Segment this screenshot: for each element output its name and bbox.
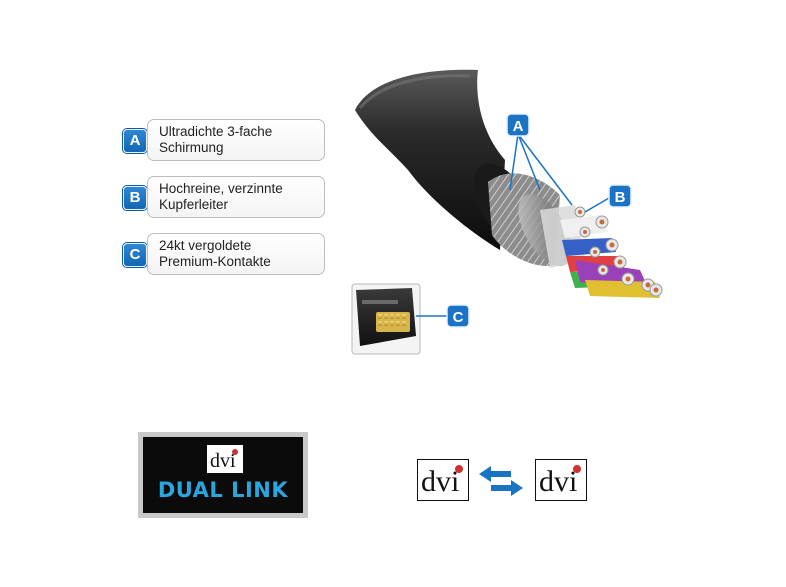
feature-line1: Ultradichte 3-fache — [159, 124, 273, 139]
feature-line1: Hochreine, verzinnte — [159, 181, 283, 196]
callout-c-label: C — [453, 309, 464, 326]
feature-line2: Premium-Kontakte — [159, 254, 271, 269]
connector-inset — [351, 283, 421, 355]
dvi-logo-icon: dvi — [207, 445, 243, 473]
feature-line1: 24kt vergoldete — [159, 238, 252, 253]
callout-a: A — [506, 113, 573, 206]
callout-a-label: A — [513, 118, 524, 135]
dvi-logo-left-icon: dvi — [417, 459, 469, 501]
feature-text: 24kt vergoldete Premium-Kontakte — [159, 238, 329, 270]
dual-link-badge: dvi DUAL LINK — [138, 432, 308, 518]
feature-conductors: B Hochreine, verzinnte Kupferleiter — [123, 176, 325, 218]
callout-c: C — [416, 304, 470, 328]
feature-box — [147, 176, 325, 218]
badge-a: A — [123, 129, 147, 153]
conductor-bundle — [560, 206, 663, 298]
feature-text: Hochreine, verzinnte Kupferleiter — [159, 181, 329, 213]
feature-box — [147, 233, 325, 275]
dvi-logo-right-icon: dvi — [535, 459, 587, 501]
callout-b: B — [584, 184, 632, 213]
dvi-logo-left-text: dvi — [421, 465, 459, 498]
feature-contacts: C 24kt vergoldete Premium-Kontakte — [123, 233, 325, 275]
badge-c: C — [123, 243, 147, 267]
dvi-logo-text: dvi — [210, 450, 236, 472]
callout-b-label: B — [615, 189, 626, 206]
dual-link-panel: dvi DUAL LINK — [143, 437, 303, 513]
feature-line2: Kupferleiter — [159, 197, 229, 212]
feature-shielding: A Ultradichte 3-fache Schirmung — [123, 119, 325, 161]
connector-pins — [378, 314, 406, 326]
dual-link-label: DUAL LINK — [157, 478, 289, 502]
feature-line2: Schirmung — [159, 140, 224, 155]
dvi-logo-right-text: dvi — [539, 465, 577, 498]
feature-text: Ultradichte 3-fache Schirmung — [159, 124, 329, 156]
bidirectional-arrow-icon — [479, 466, 523, 496]
feature-box — [147, 119, 325, 161]
badge-b: B — [123, 186, 147, 210]
